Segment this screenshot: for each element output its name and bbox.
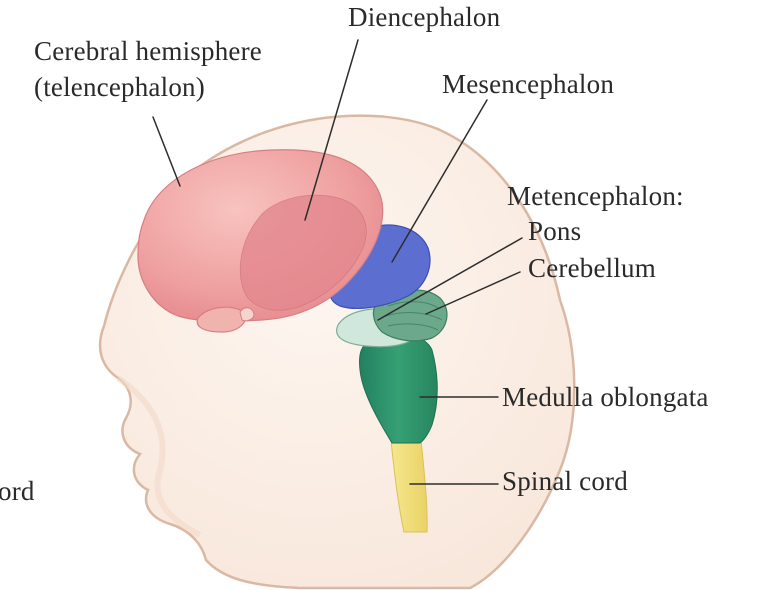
label-metencephalon: Metencephalon: [507,181,684,212]
leader-cerebral-hemisphere [153,117,180,186]
label-cerebral-hemisphere: Cerebral hemisphere [34,36,262,67]
label-cut-off: ord [0,476,35,507]
label-spinal-cord: Spinal cord [502,466,628,497]
label-telencephalon: (telencephalon) [34,72,205,103]
label-mesencephalon: Mesencephalon [442,69,614,100]
label-medulla-oblongata: Medulla oblongata [502,382,709,413]
label-cerebellum: Cerebellum [528,253,656,284]
small-bump [240,308,254,321]
label-diencephalon: Diencephalon [348,2,500,33]
label-pons: Pons [528,216,581,247]
